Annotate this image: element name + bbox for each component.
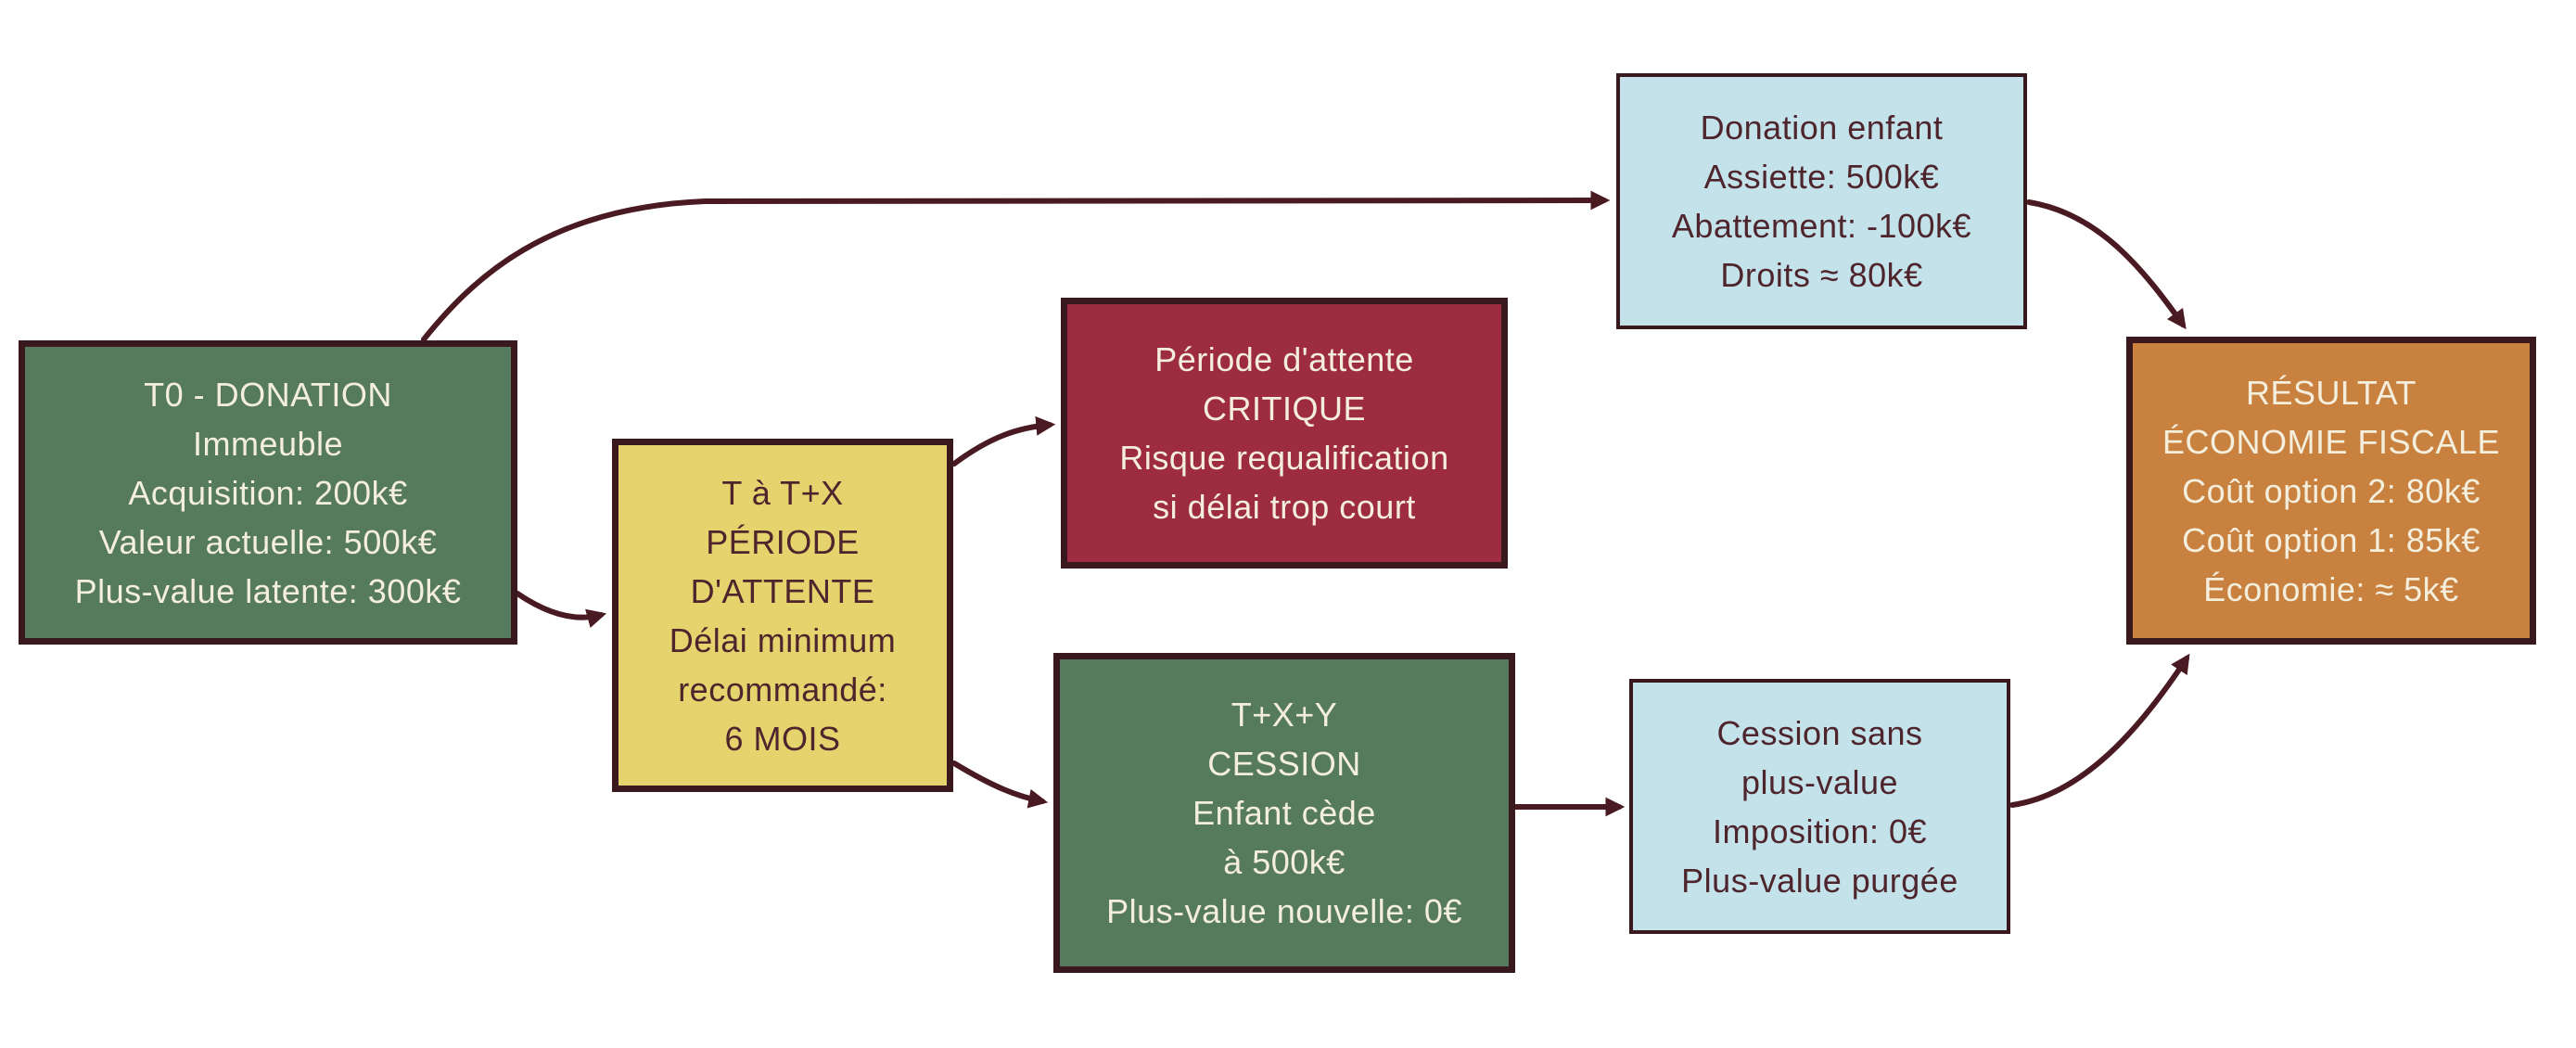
node-cession-sans-plus-value: Cession sans plus-value Imposition: 0€ P… — [1629, 679, 2010, 934]
node-line: Coût option 2: 80k€ — [2182, 471, 2480, 510]
node-line: PÉRIODE — [706, 522, 860, 561]
node-periode-critique: Période d'attente CRITIQUE Risque requal… — [1061, 298, 1508, 569]
node-line: T+X+Y — [1231, 696, 1338, 734]
node-line: CESSION — [1207, 745, 1361, 783]
node-line: Imposition: 0€ — [1712, 812, 1928, 850]
node-line: CRITIQUE — [1202, 390, 1366, 428]
node-donation-enfant: Donation enfant Assiette: 500k€ Abatteme… — [1616, 73, 2027, 329]
arrow-attente-to-cession — [951, 760, 1049, 809]
node-line: Acquisition: 200k€ — [128, 473, 408, 512]
node-line: Coût option 1: 85k€ — [2182, 520, 2480, 559]
node-line: plus-value — [1741, 762, 1899, 801]
arrow-donation-to-attente — [515, 591, 607, 629]
node-line: Plus-value latente: 300k€ — [74, 571, 462, 610]
node-line: ÉCONOMIE FISCALE — [2162, 422, 2501, 461]
node-line: Période d'attente — [1154, 340, 1414, 378]
node-cession: T+X+Y CESSION Enfant cède à 500k€ Plus-v… — [1053, 653, 1515, 973]
node-line: Enfant cède — [1192, 794, 1376, 832]
node-line: si délai trop court — [1153, 488, 1416, 526]
node-resultat-economie-fiscale: RÉSULTAT ÉCONOMIE FISCALE Coût option 2:… — [2126, 337, 2536, 645]
node-periode-attente: T à T+X PÉRIODE D'ATTENTE Délai minimum … — [612, 439, 953, 792]
node-line: Abattement: -100k€ — [1671, 207, 1972, 245]
node-line: 6 MOIS — [724, 719, 841, 758]
node-line: Cession sans — [1716, 713, 1923, 752]
node-t0-donation: T0 - DONATION Immeuble Acquisition: 200k… — [19, 340, 517, 645]
node-line: Droits ≈ 80k€ — [1720, 256, 1923, 294]
node-line: recommandé: — [678, 670, 887, 709]
node-line: Plus-value purgée — [1681, 861, 1958, 900]
node-line: T à T+X — [721, 473, 844, 512]
node-line: RÉSULTAT — [2245, 373, 2417, 412]
node-line: Économie: ≈ 5k€ — [2203, 569, 2459, 608]
node-line: Immeuble — [192, 424, 344, 463]
node-line: Plus-value nouvelle: 0€ — [1106, 892, 1462, 930]
node-line: Délai minimum — [669, 620, 897, 659]
node-line: Risque requalification — [1119, 439, 1449, 477]
arrow-cession-sans-pv-to-resultat — [2009, 653, 2190, 808]
node-line: Donation enfant — [1700, 109, 1944, 147]
arrow-donation-enfant-to-resultat — [2026, 199, 2187, 330]
arrow-attente-to-critique — [951, 415, 1056, 466]
node-line: Assiette: 500k€ — [1703, 158, 1940, 196]
node-line: Valeur actuelle: 500k€ — [98, 522, 438, 561]
node-line: T0 - DONATION — [144, 375, 392, 414]
node-line: D'ATTENTE — [690, 571, 875, 610]
node-line: à 500k€ — [1223, 843, 1345, 881]
